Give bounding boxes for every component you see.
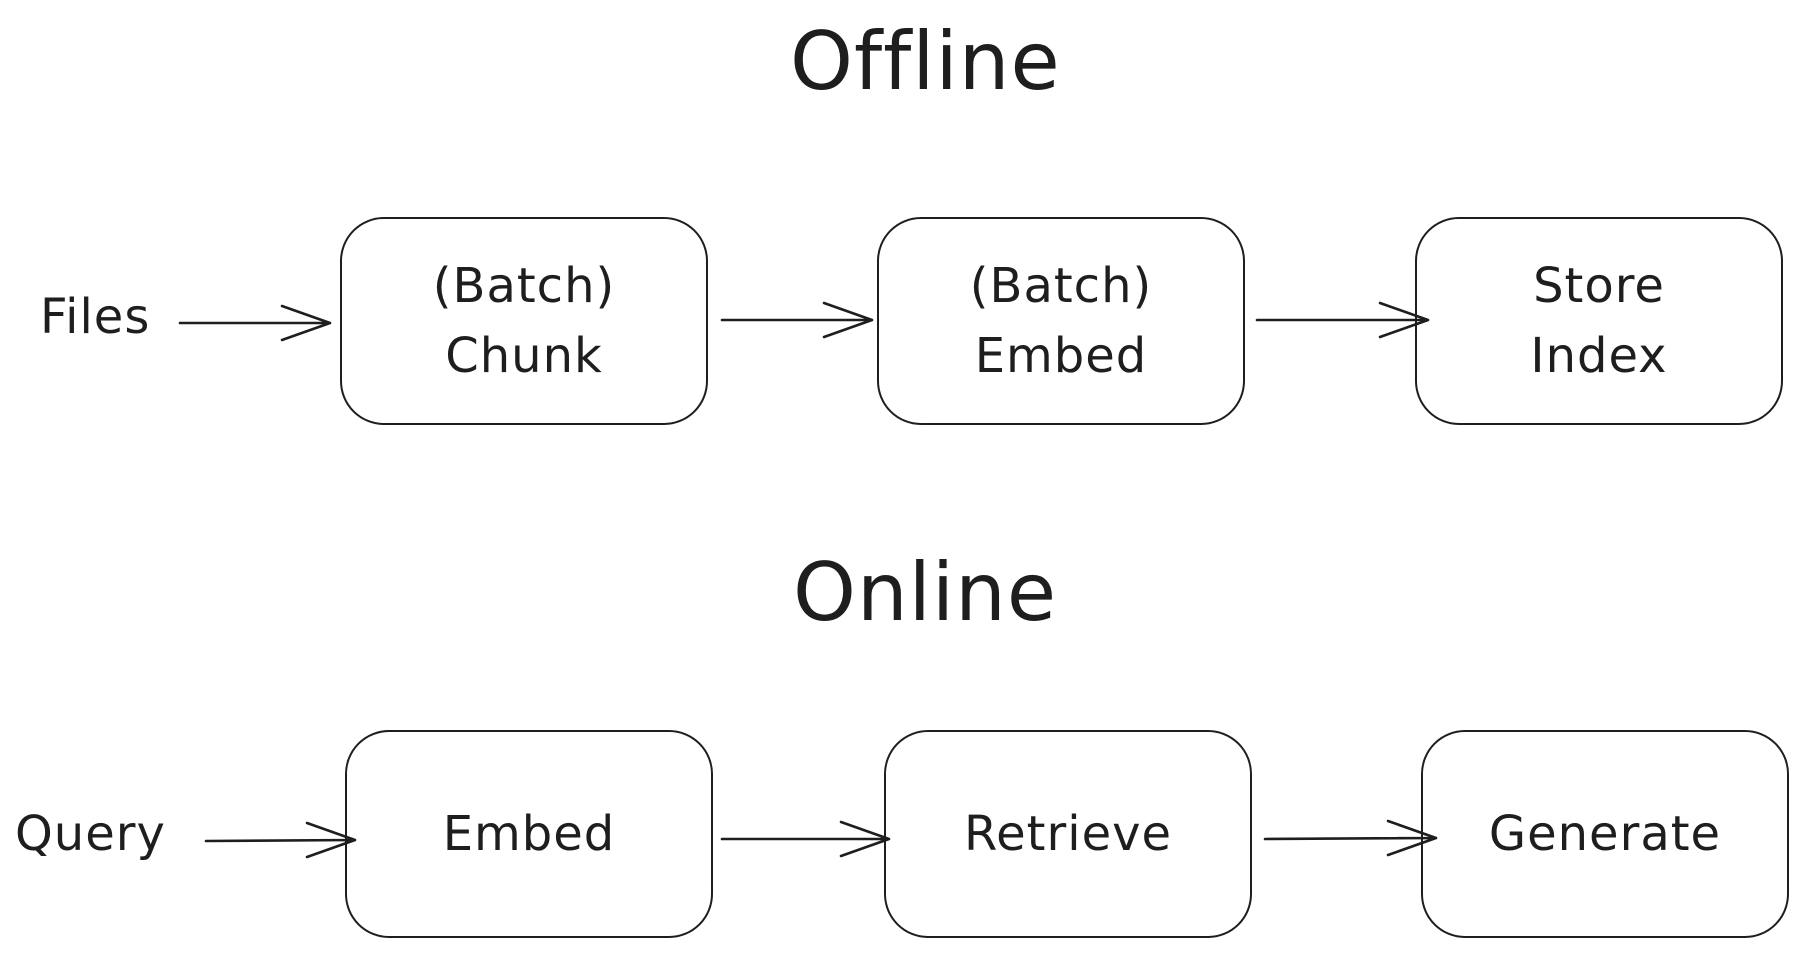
step-label: Generate: [1488, 806, 1722, 862]
retrieve-step: Retrieve: [884, 730, 1252, 938]
files-input-label: Files: [40, 289, 151, 345]
step-label-line-1: (Batch): [969, 258, 1153, 314]
step-label-line-2: Chunk: [445, 328, 603, 384]
embed-step: Embed: [345, 730, 713, 938]
step-label: Embed: [442, 806, 616, 862]
offline-heading: Offline: [790, 15, 1061, 108]
arrow-embed-to-retrieve: [720, 820, 891, 858]
arrow-query-to-embed: [204, 821, 357, 859]
step-label-line-2: Embed: [974, 328, 1148, 384]
store-index-step: Store Index: [1415, 217, 1783, 425]
arrow-chunk-to-embed: [720, 301, 874, 339]
step-label-line-1: Store: [1533, 258, 1665, 314]
online-heading: Online: [793, 546, 1058, 639]
step-label-line-2: Index: [1530, 328, 1668, 384]
query-input-label: Query: [15, 806, 166, 862]
step-label: Retrieve: [963, 806, 1173, 862]
step-label-line-1: (Batch): [432, 258, 616, 314]
arrow-files-to-chunk: [178, 304, 332, 342]
arrow-embed-to-store: [1255, 301, 1430, 339]
batch-chunk-step: (Batch) Chunk: [340, 217, 708, 425]
generate-step: Generate: [1421, 730, 1789, 938]
batch-embed-step: (Batch) Embed: [877, 217, 1245, 425]
arrow-retrieve-to-generate: [1263, 819, 1438, 857]
